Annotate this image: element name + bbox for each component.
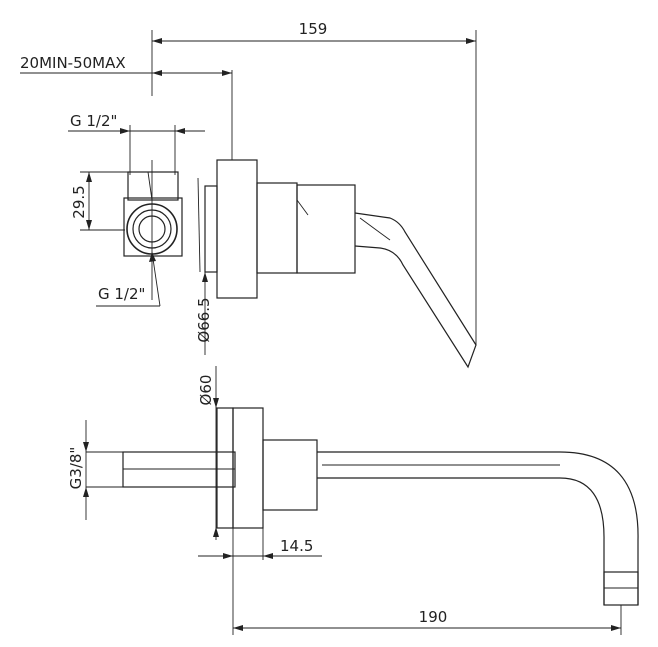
dim-inlet-spacing: 29.5 — [70, 171, 135, 231]
dim-inlet-bottom-thread: G 1/2" — [96, 251, 161, 307]
dim-159-label: 159 — [299, 20, 328, 38]
inlet-body — [123, 160, 183, 300]
bottom-view: Ø60 G3/8" — [67, 366, 639, 635]
g12-bottom-label: G 1/2" — [98, 285, 145, 303]
dim-depth-label: 20MIN-50MAX — [20, 54, 126, 72]
top-faucet-body — [197, 159, 477, 369]
dim-29-5-label: 29.5 — [70, 185, 88, 218]
dim-top-width: 159 — [151, 20, 477, 345]
g12-top-label: G 1/2" — [70, 112, 117, 130]
dim-plate-diameter-top: Ø66.5 — [195, 190, 213, 355]
dim-plate-diameter-bottom: Ø60 — [197, 366, 219, 540]
dim-depth-range: 20MIN-50MAX — [20, 54, 233, 160]
dim-60-label: Ø60 — [197, 375, 215, 406]
bottom-faucet-body — [122, 407, 639, 606]
dim-66-5-label: Ø66.5 — [195, 297, 213, 342]
dim-plate-thickness: 14.5 — [198, 528, 322, 635]
dim-outlet-thread: G3/8" — [67, 420, 123, 520]
dim-14-5-label: 14.5 — [280, 537, 313, 555]
top-view: 159 20MIN-50MAX G 1/2" 29.5 — [20, 20, 477, 369]
dim-g38-label: G3/8" — [67, 447, 85, 490]
dim-spout-reach: 190 — [233, 605, 622, 635]
dim-190-label: 190 — [419, 608, 448, 626]
dim-inlet-top-thread: G 1/2" — [68, 112, 205, 175]
